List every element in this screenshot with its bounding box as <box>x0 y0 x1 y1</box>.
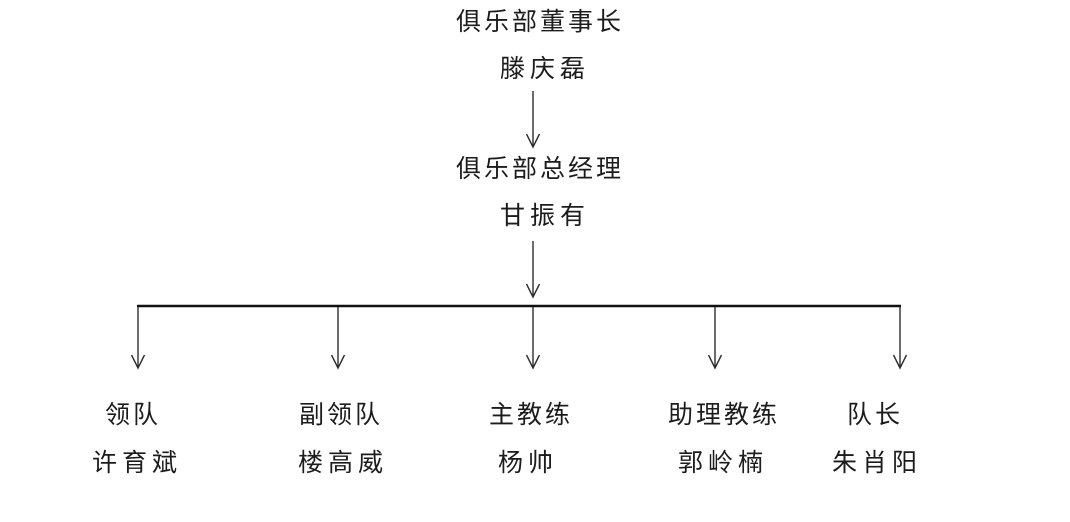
subordinate-4-title-label: 助理教练 <box>667 402 781 429</box>
arrow-branch-5 <box>892 307 908 370</box>
arrow-manager-to-branch-line <box>525 241 541 299</box>
subordinate-5-title-label: 队长 <box>846 402 904 429</box>
arrow-chairman-to-manager <box>525 91 541 149</box>
subordinate-2-title-label: 副领队 <box>298 402 384 429</box>
arrow-branch-1 <box>130 307 146 370</box>
subordinate-1-name-label: 许育斌 <box>91 450 183 477</box>
subordinate-2-name-label: 楼高威 <box>297 450 389 477</box>
chairman-name-label: 滕庆磊 <box>499 56 591 83</box>
arrow-branch-4 <box>707 307 723 370</box>
subordinate-3-title-label: 主教练 <box>488 402 574 429</box>
subordinate-5-name-label: 朱肖阳 <box>831 450 923 477</box>
chairman-title-label: 俱乐部董事长 <box>455 9 625 36</box>
subordinate-3-name-label: 杨帅 <box>497 450 559 477</box>
general-manager-name-label: 甘振有 <box>499 203 591 230</box>
subordinate-1-title-label: 领队 <box>104 402 162 429</box>
arrow-branch-2 <box>330 307 346 370</box>
general-manager-title-label: 俱乐部总经理 <box>455 156 625 183</box>
subordinate-4-name-label: 郭岭楠 <box>677 450 769 477</box>
arrow-branch-3 <box>525 307 541 370</box>
